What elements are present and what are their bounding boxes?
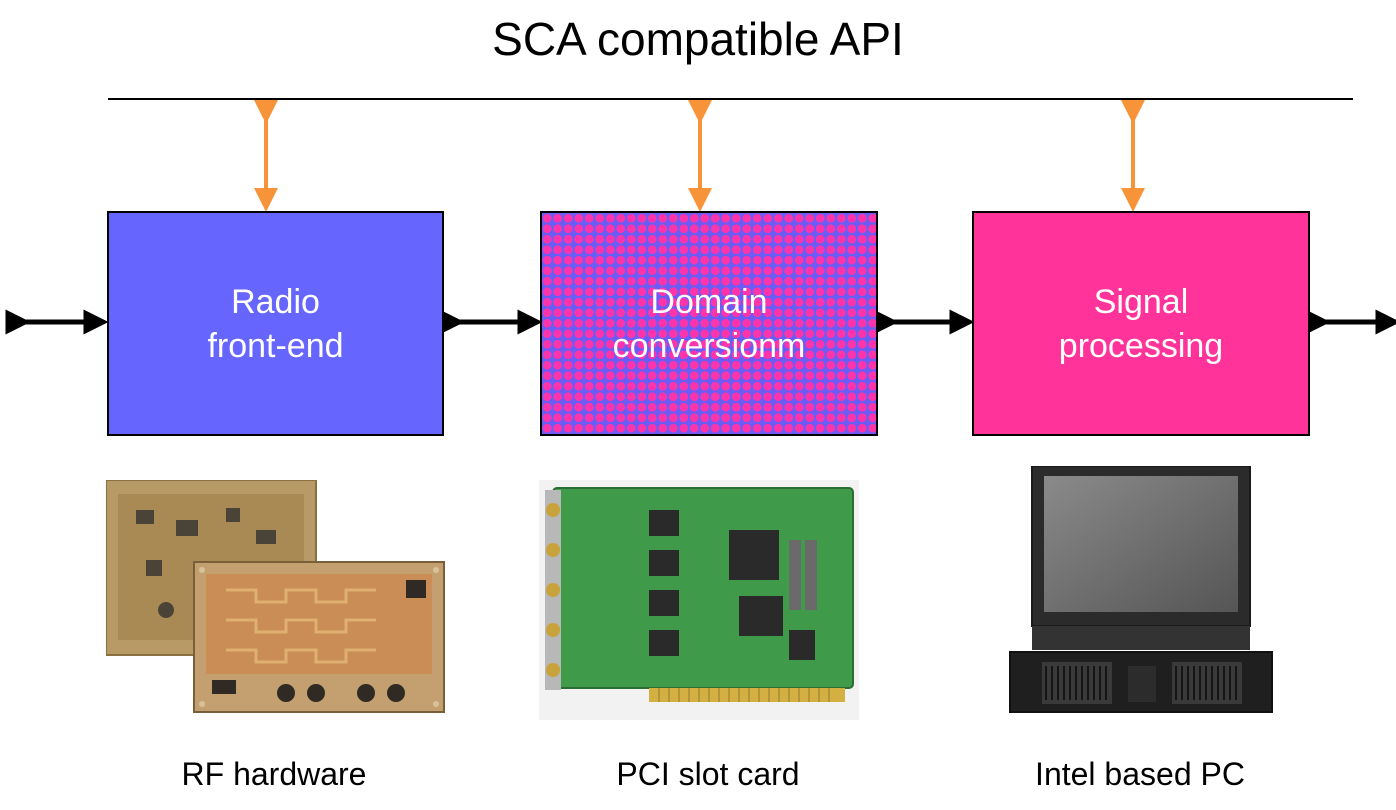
domain-conversion-block: Domain conversionm [540,211,878,436]
pc-monitor-photo [1009,466,1273,713]
block-label-line2: conversionm [612,326,806,365]
caption-rf-hardware: RF hardware [181,756,367,792]
caption-intel-pc: Intel based PC [1035,756,1245,792]
block-label-line2: processing [1058,326,1224,365]
rf-hardware-photo [106,480,445,713]
signal-processing-block: Signal processing [972,211,1310,436]
block-label-line1: Radio [231,282,320,321]
radio-front-end-block: Radio front-end [107,211,444,436]
diagram-title: SCA compatible API [492,13,904,65]
caption-pci-card: PCI slot card [616,756,800,792]
block-label-line1: Signal [1093,282,1189,321]
block-label-line2: front-end [207,326,344,365]
block-label-line1: Domain [650,282,768,321]
api-line [108,98,1353,100]
pci-card-photo [539,480,859,720]
